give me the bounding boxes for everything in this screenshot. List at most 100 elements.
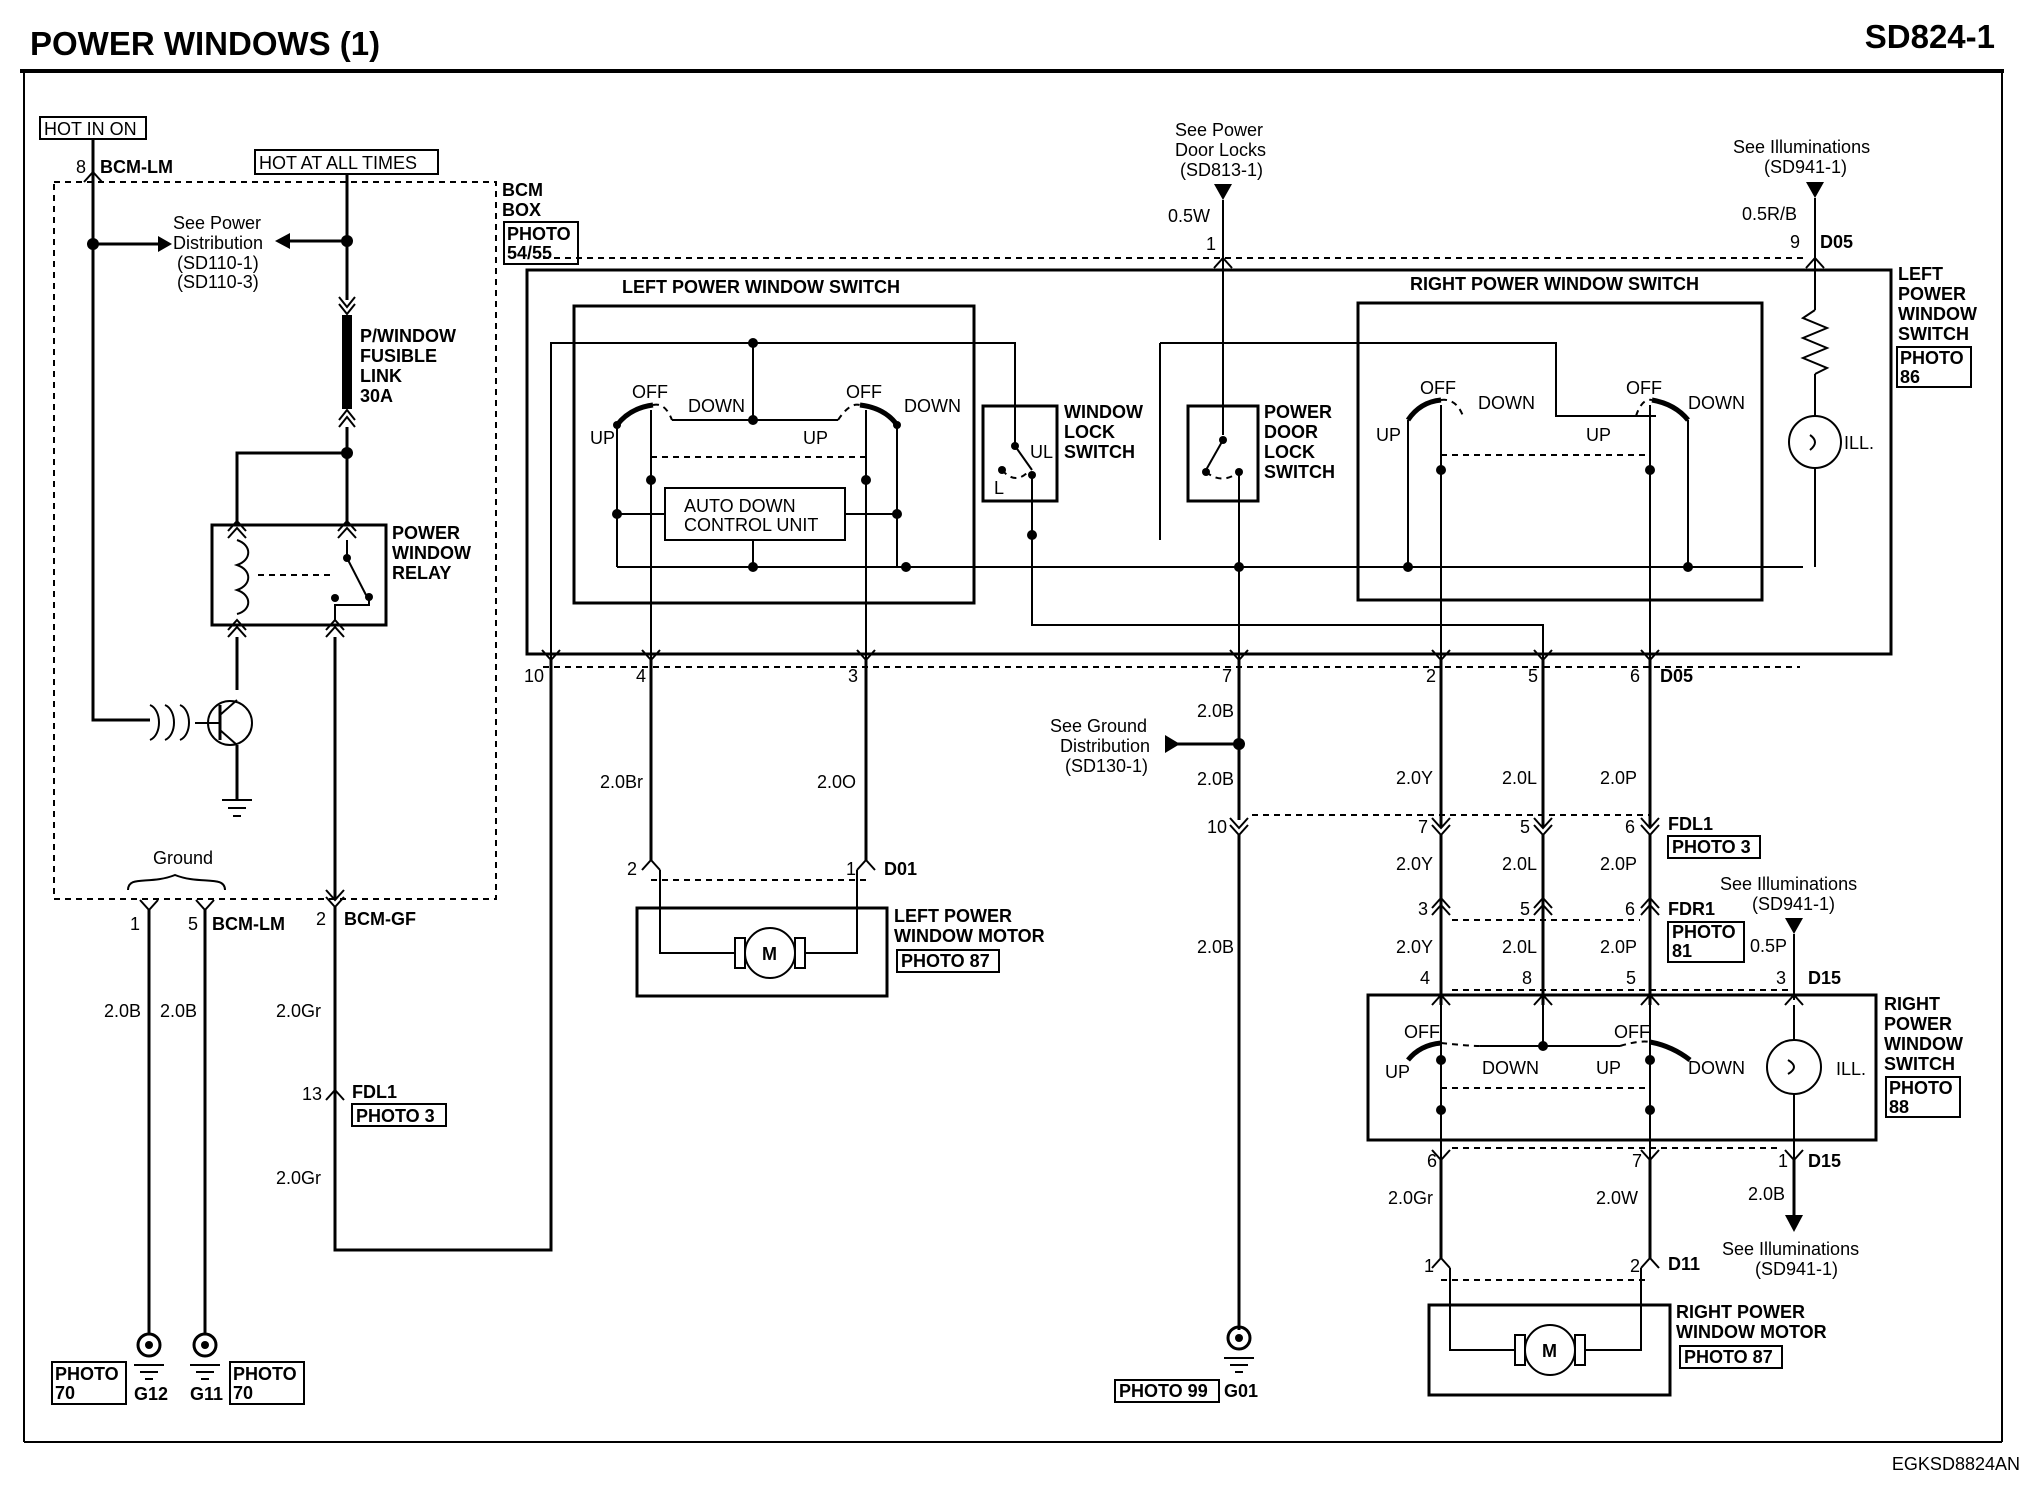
g11-photo-2: 70 [233, 1383, 253, 1403]
fusible-2: FUSIBLE [360, 346, 437, 366]
rs-pin-7: 7 [1632, 1151, 1642, 1171]
top-refs: See Power Door Locks (SD813-1) 0.5W 1 Se… [1168, 120, 1870, 269]
bcm-photo-2: 54/55 [507, 243, 552, 263]
rs-label-4: SWITCH [1884, 1054, 1955, 1074]
illum-pin: 9 [1790, 232, 1800, 252]
rs-up-2: UP [1596, 1058, 1621, 1078]
right-motor-m: M [1542, 1341, 1557, 1361]
side-label-4: SWITCH [1898, 324, 1969, 344]
door-locks-ref-1: See Power [1175, 120, 1263, 140]
rw2-p: 2.0P [1600, 854, 1637, 874]
g11-label: G11 [190, 1384, 223, 1404]
rs-up-1: UP [1385, 1062, 1410, 1082]
pin-4: 4 [636, 666, 646, 686]
gd-wire-3: 2.0B [1197, 937, 1234, 957]
g01-label: G01 [1224, 1381, 1258, 1401]
r-up-2: UP [1586, 425, 1611, 445]
gd-ref-3: (SD130-1) [1065, 756, 1148, 776]
ul-label: UL [1030, 442, 1053, 462]
d01-conn: D01 [884, 859, 917, 879]
rs-label-3: WINDOW [1884, 1034, 1963, 1054]
right-power-window-switch: RIGHT POWER WINDOW SWITCH PHOTO 88 OFF U… [1366, 993, 1963, 1279]
bcm-pin-2: 2 [316, 909, 326, 929]
fdr1-photo-2: 81 [1672, 941, 1692, 961]
rs-illum-1: See Illuminations [1722, 1239, 1859, 1259]
d15-pin-3: 3 [1776, 968, 1786, 988]
rw2-y: 2.0Y [1396, 854, 1433, 874]
left-switch-title: LEFT POWER WINDOW SWITCH [622, 277, 900, 297]
rw1-l: 2.0L [1502, 768, 1537, 788]
pin-3: 3 [848, 666, 858, 686]
rs-off-1: OFF [1404, 1022, 1440, 1042]
d05-conn: D05 [1660, 666, 1693, 686]
gd-wire-2: 2.0B [1197, 769, 1234, 789]
fdl1-photo: PHOTO 3 [356, 1106, 435, 1126]
rw2-l: 2.0L [1502, 854, 1537, 874]
diagram-title: POWER WINDOWS (1) [30, 25, 380, 62]
r-off-1: OFF [1420, 378, 1456, 398]
right-motor-circuit: 1 2 D11 M RIGHT POWER WINDOW MOTOR PHOTO… [1424, 1254, 1827, 1397]
window-lock-2: LOCK [1064, 422, 1115, 442]
illum-conn: D05 [1820, 232, 1853, 252]
relay-label-1: POWER [392, 523, 460, 543]
fdl1-pin-13: 13 [302, 1084, 322, 1104]
lm-pin-2: 2 [627, 859, 637, 879]
illum-ref-1: See Illuminations [1733, 137, 1870, 157]
r-down-2: DOWN [1688, 393, 1745, 413]
rw3-p: 2.0P [1600, 937, 1637, 957]
see-power-1: See Power [173, 213, 261, 233]
fdr1-conn: FDR1 [1668, 899, 1715, 919]
left-ground-wires: 2.0B 2.0B 2.0Gr 13 FDL1 PHOTO 3 2.0Gr PH… [51, 660, 553, 1405]
r-illum-ref-2: (SD941-1) [1752, 894, 1835, 914]
hot-at-all-times-label: HOT AT ALL TIMES [259, 153, 417, 173]
bcm-photo-1: PHOTO [507, 224, 571, 244]
right-side-wiring: 2.0Y 2.0L 2.0P 7 5 6 FDL1 PHOTO 3 2.0Y 2… [1396, 660, 1857, 1006]
rm-pin-1: 1 [1424, 1256, 1434, 1276]
right-fdl1-photo: PHOTO 3 [1672, 837, 1751, 857]
d15-pin-4: 4 [1420, 968, 1430, 988]
rs-wire-b: 2.0B [1748, 1184, 1785, 1204]
wire-2-0gr-b: 2.0Gr [276, 1168, 321, 1188]
d15-conn-bottom: D15 [1808, 1151, 1841, 1171]
side-photo-1: PHOTO [1900, 348, 1964, 368]
hot-in-on-label: HOT IN ON [44, 119, 137, 139]
left-motor-m: M [762, 944, 777, 964]
door-wire: 0.5W [1168, 206, 1210, 226]
left-power-window-switch-assembly: LEFT POWER WINDOW SWITCH PHOTO 86 LEFT P… [525, 200, 1977, 668]
g12-photo-1: PHOTO [55, 1364, 119, 1384]
rs-down-1: DOWN [1482, 1058, 1539, 1078]
rs-label-1: RIGHT [1884, 994, 1940, 1014]
rs-ill: ILL. [1836, 1059, 1866, 1079]
r-off-2: OFF [1626, 378, 1662, 398]
g12-label: G12 [134, 1384, 168, 1404]
bcm-gf-conn: BCM-GF [344, 909, 416, 929]
rs-down-2: DOWN [1688, 1058, 1745, 1078]
footer-id: EGKSD8824AN [1892, 1454, 2020, 1474]
rw3-l: 2.0L [1502, 937, 1537, 957]
fdr1-photo-1: PHOTO [1672, 922, 1736, 942]
rm-pin-2: 2 [1630, 1256, 1640, 1276]
lm-pin-1: 1 [846, 859, 856, 879]
g12-photo-2: 70 [55, 1383, 75, 1403]
left-motor-circuit: 2.0Br 2.0O 2 1 D01 M LEFT POWER WINDOW M… [600, 660, 1045, 998]
left-motor-label-1: LEFT POWER [894, 906, 1012, 926]
left-motor-label-2: WINDOW MOTOR [894, 926, 1045, 946]
bcm-pin-5: 5 [188, 914, 198, 934]
side-label-2: POWER [1898, 284, 1966, 304]
rs-photo-2: 88 [1889, 1097, 1909, 1117]
g01-photo: PHOTO 99 [1119, 1381, 1208, 1401]
see-power-4: (SD110-3) [177, 272, 259, 292]
wire-2-0b-a: 2.0B [104, 1001, 141, 1021]
door-lock-3: LOCK [1264, 442, 1315, 462]
rw1-y: 2.0Y [1396, 768, 1433, 788]
rs-pin-1: 1 [1778, 1151, 1788, 1171]
fdl1-conn: FDL1 [352, 1082, 397, 1102]
rw3-y: 2.0Y [1396, 937, 1433, 957]
side-photo-2: 86 [1900, 367, 1920, 387]
l-up-2: UP [803, 428, 828, 448]
fdr1-pin-3: 3 [1418, 899, 1428, 919]
bcm-pin-1: 1 [130, 914, 140, 934]
rw1-p: 2.0P [1600, 768, 1637, 788]
rs-off-2: OFF [1614, 1022, 1650, 1042]
